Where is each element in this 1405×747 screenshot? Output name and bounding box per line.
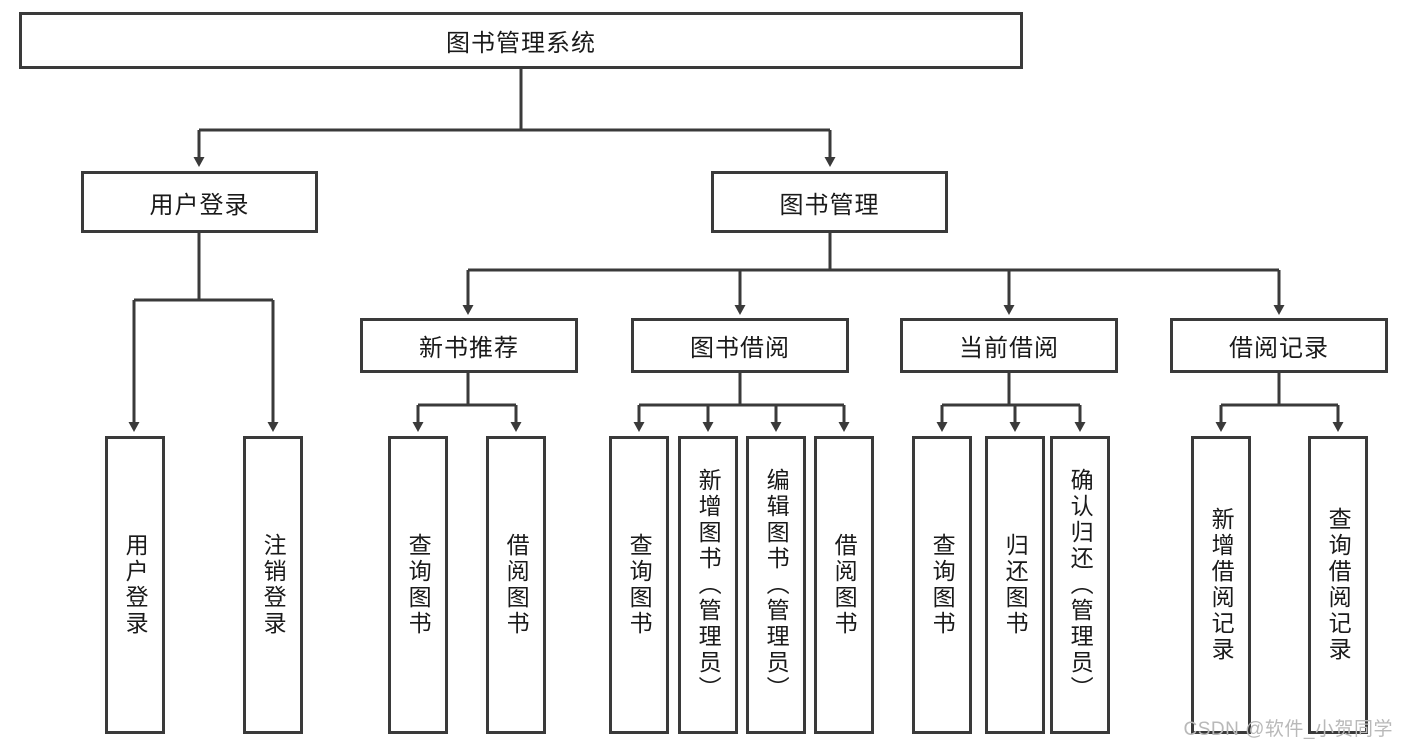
node-root-label: 图书管理系统 (446, 30, 596, 57)
node-book-borrow-label: 图书借阅 (690, 335, 790, 362)
leaf-query-book-recommend[interactable]: 查询图书 (388, 436, 448, 734)
leaf-user-logout[interactable]: 注销登录 (243, 436, 303, 734)
leaf-query-book-current-label: 查询图书 (929, 533, 956, 637)
leaf-add-borrow-record[interactable]: 新增借阅记录 (1191, 436, 1251, 734)
leaf-confirm-return-admin[interactable]: 确认归还（管理员） (1050, 436, 1110, 734)
leaf-confirm-return-admin-label: 确认归还（管理员） (1067, 468, 1094, 702)
leaf-user-login[interactable]: 用户登录 (105, 436, 165, 734)
leaf-user-login-label: 用户登录 (122, 533, 149, 637)
leaf-add-borrow-record-label: 新增借阅记录 (1208, 507, 1235, 663)
node-book-management-label: 图书管理 (779, 191, 880, 219)
node-book-borrow[interactable]: 图书借阅 (631, 318, 849, 373)
leaf-borrow-book[interactable]: 借阅图书 (814, 436, 874, 734)
node-current-borrow[interactable]: 当前借阅 (900, 318, 1118, 373)
leaf-user-logout-label: 注销登录 (260, 533, 287, 637)
leaf-add-book-admin[interactable]: 新增图书（管理员） (678, 436, 738, 734)
node-new-book-recommend-label: 新书推荐 (419, 335, 519, 362)
node-new-book-recommend[interactable]: 新书推荐 (360, 318, 578, 373)
leaf-return-book-label: 归还图书 (1002, 533, 1029, 637)
node-current-borrow-label: 当前借阅 (959, 335, 1059, 362)
leaf-query-book-current[interactable]: 查询图书 (912, 436, 972, 734)
node-root[interactable]: 图书管理系统 (19, 12, 1023, 69)
leaf-borrow-book-label: 借阅图书 (831, 533, 858, 637)
node-user-login[interactable]: 用户登录 (81, 171, 318, 233)
leaf-query-book-borrow-label: 查询图书 (626, 533, 653, 637)
leaf-borrow-book-recommend[interactable]: 借阅图书 (486, 436, 546, 734)
leaf-edit-book-admin[interactable]: 编辑图书（管理员） (746, 436, 806, 734)
leaf-query-borrow-record[interactable]: 查询借阅记录 (1308, 436, 1368, 734)
leaf-borrow-book-recommend-label: 借阅图书 (503, 533, 530, 637)
node-borrow-record[interactable]: 借阅记录 (1170, 318, 1388, 373)
leaf-edit-book-admin-label: 编辑图书（管理员） (763, 468, 790, 702)
node-user-login-label: 用户登录 (149, 191, 250, 219)
leaf-add-book-admin-label: 新增图书（管理员） (695, 468, 722, 702)
leaf-query-book-recommend-label: 查询图书 (405, 533, 432, 637)
leaf-query-borrow-record-label: 查询借阅记录 (1325, 507, 1352, 663)
node-borrow-record-label: 借阅记录 (1229, 335, 1329, 362)
node-book-management[interactable]: 图书管理 (711, 171, 948, 233)
leaf-query-book-borrow[interactable]: 查询图书 (609, 436, 669, 734)
leaf-return-book[interactable]: 归还图书 (985, 436, 1045, 734)
